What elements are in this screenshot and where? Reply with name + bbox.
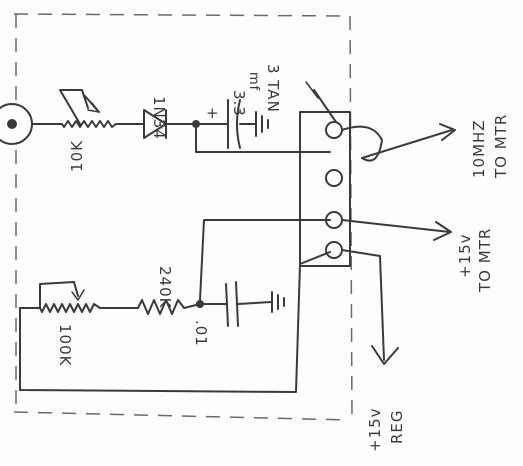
- terminal-strip: [299, 81, 351, 267]
- node-diode-cap: [192, 120, 331, 153]
- label-out-mid-line1: +15v: [456, 233, 474, 278]
- label-r2-value: 240K: [156, 266, 174, 309]
- capacitor-0-01: [199, 281, 285, 327]
- wire-15v-meter: [199, 219, 452, 301]
- label-cap2-value: .01: [192, 320, 210, 347]
- label-out-bottom-line1: +15v: [366, 407, 384, 452]
- diode-1n34: [129, 109, 197, 139]
- label-out-mid-line2: TO MTR: [476, 228, 494, 293]
- label-cap-type: 3 TAN: [264, 64, 282, 113]
- label-out-top-line1: 10MHZ: [470, 119, 488, 178]
- label-pot-value: 100K: [56, 324, 74, 367]
- potentiometer-10k: [59, 89, 131, 128]
- wire-15v-reg: [341, 249, 399, 365]
- label-r1-value: 10K: [68, 140, 86, 172]
- capacitor-3-3mf: [227, 99, 269, 149]
- resistor-240k: [125, 299, 201, 315]
- label-out-top-line2: TO MTR: [492, 114, 510, 179]
- input-jack: [0, 103, 63, 145]
- label-diode-part: 1N34: [150, 96, 168, 140]
- potentiometer-100k: [19, 281, 127, 313]
- wire-10mhz-meter: [341, 123, 456, 162]
- label-out-bottom-line2: REG: [388, 409, 406, 444]
- label-cap-plus: +: [206, 104, 220, 122]
- label-cap-value: 3.3: [230, 90, 248, 117]
- label-cap-unit: mf: [246, 72, 261, 91]
- wire-lower-return: [19, 251, 331, 393]
